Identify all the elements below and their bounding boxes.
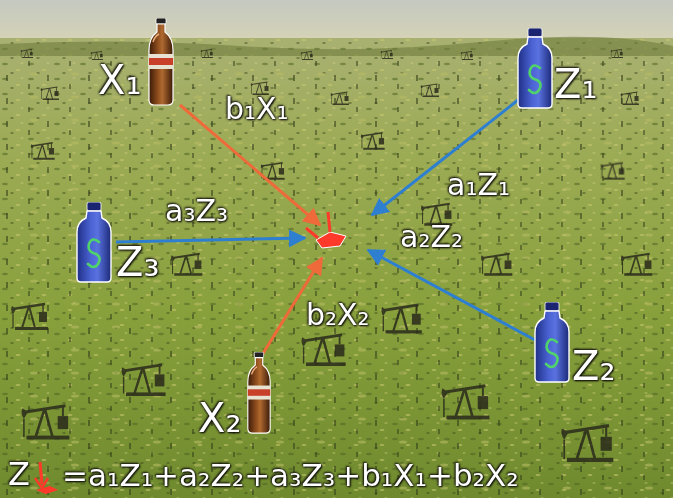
coefficient-label: b₁X₁: [225, 94, 289, 124]
formula-icon: [35, 462, 58, 494]
variable-label: X₂: [198, 398, 241, 438]
coefficient-label: a₂Z₂: [400, 222, 463, 252]
bottle-node: Z₁: [510, 28, 620, 114]
bottle-node: Z₂: [530, 302, 640, 392]
bottle-node: Z₃: [72, 202, 172, 288]
variable-label: Z₃: [116, 242, 159, 282]
bottle-icon: [146, 18, 176, 106]
bottle-node: X₁: [98, 18, 188, 110]
bottle-icon: [74, 202, 114, 284]
bottle-icon: [515, 28, 555, 110]
variable-label: Z₂: [572, 346, 615, 386]
formula-text: =a₁Z₁+a₂Z₂+a₃Z₃+b₁X₁+b₂X₂: [62, 460, 519, 491]
target-marker: [306, 212, 346, 248]
coefficient-label: a₃Z₃: [165, 196, 228, 226]
formula-text: Z: [8, 458, 30, 490]
variable-label: X₁: [98, 60, 141, 100]
bottle-icon: [532, 302, 572, 384]
coefficient-label: a₁Z₁: [447, 170, 510, 200]
bottle-icon: [244, 352, 274, 434]
coefficient-label: b₂X₂: [306, 300, 370, 330]
bottle-node: X₂: [198, 352, 288, 442]
variable-label: Z₁: [554, 64, 597, 104]
